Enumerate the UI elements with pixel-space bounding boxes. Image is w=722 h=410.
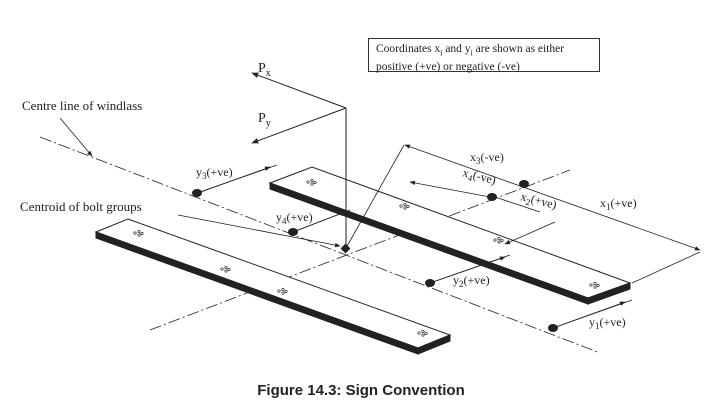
bolt-dot-2 bbox=[425, 279, 435, 287]
bolt-cluster bbox=[277, 287, 288, 295]
windlass-centre-line bbox=[39, 136, 601, 354]
y1-label: y1(+ve) bbox=[589, 315, 626, 331]
bolt-cluster bbox=[306, 178, 317, 186]
bolt-group-dots bbox=[192, 180, 558, 332]
bolt-cluster bbox=[133, 229, 144, 237]
bolt-dot-x2 bbox=[487, 193, 497, 201]
bolt-dot-3 bbox=[192, 189, 202, 197]
bolt-dot-4 bbox=[288, 228, 298, 236]
x3-label: x3(-ve) bbox=[470, 150, 504, 166]
coordinate-note-box: Coordinates xi and yi are shown as eithe… bbox=[368, 38, 600, 74]
note-line-1: Coordinates xi and yi are shown as eithe… bbox=[376, 43, 565, 58]
y2-label: y2(+ve) bbox=[453, 273, 490, 289]
centroid-marker bbox=[340, 243, 351, 254]
bolt-dot-x3 bbox=[519, 180, 529, 188]
py-label: Py bbox=[258, 111, 271, 129]
sign-convention-diagram: Px Py Centre line of windlass Centroid o… bbox=[20, 61, 701, 355]
bolt-cluster bbox=[417, 329, 428, 337]
bolt-dot-1 bbox=[548, 324, 558, 332]
centroid-leader bbox=[177, 214, 341, 248]
y4-label: y4(+ve) bbox=[276, 210, 313, 226]
centre-line-label: Centre line of windlass bbox=[22, 98, 142, 113]
py-force-arrow bbox=[251, 107, 347, 144]
bolt-cluster bbox=[220, 265, 231, 273]
x1-label: x1(+ve) bbox=[600, 196, 637, 212]
left-plate bbox=[94, 218, 452, 355]
centre-line-leader bbox=[59, 117, 93, 157]
figure-caption: Figure 14.3: Sign Convention bbox=[257, 382, 465, 399]
centroid-label: Centroid of bolt groups bbox=[20, 199, 142, 214]
dimension-lines bbox=[196, 144, 701, 329]
transverse-axis-line bbox=[149, 169, 571, 331]
px-label: Px bbox=[258, 61, 271, 79]
bolt-cluster bbox=[589, 281, 600, 289]
x4-label: x4(-ve) bbox=[461, 165, 498, 189]
right-plate bbox=[268, 166, 632, 305]
x2-label: x2(+ve) bbox=[519, 189, 558, 213]
y3-label: y3(+ve) bbox=[196, 165, 233, 181]
px-force-arrow bbox=[251, 72, 347, 109]
note-line-2: positive (+ve) or negative (-ve) bbox=[376, 61, 520, 74]
